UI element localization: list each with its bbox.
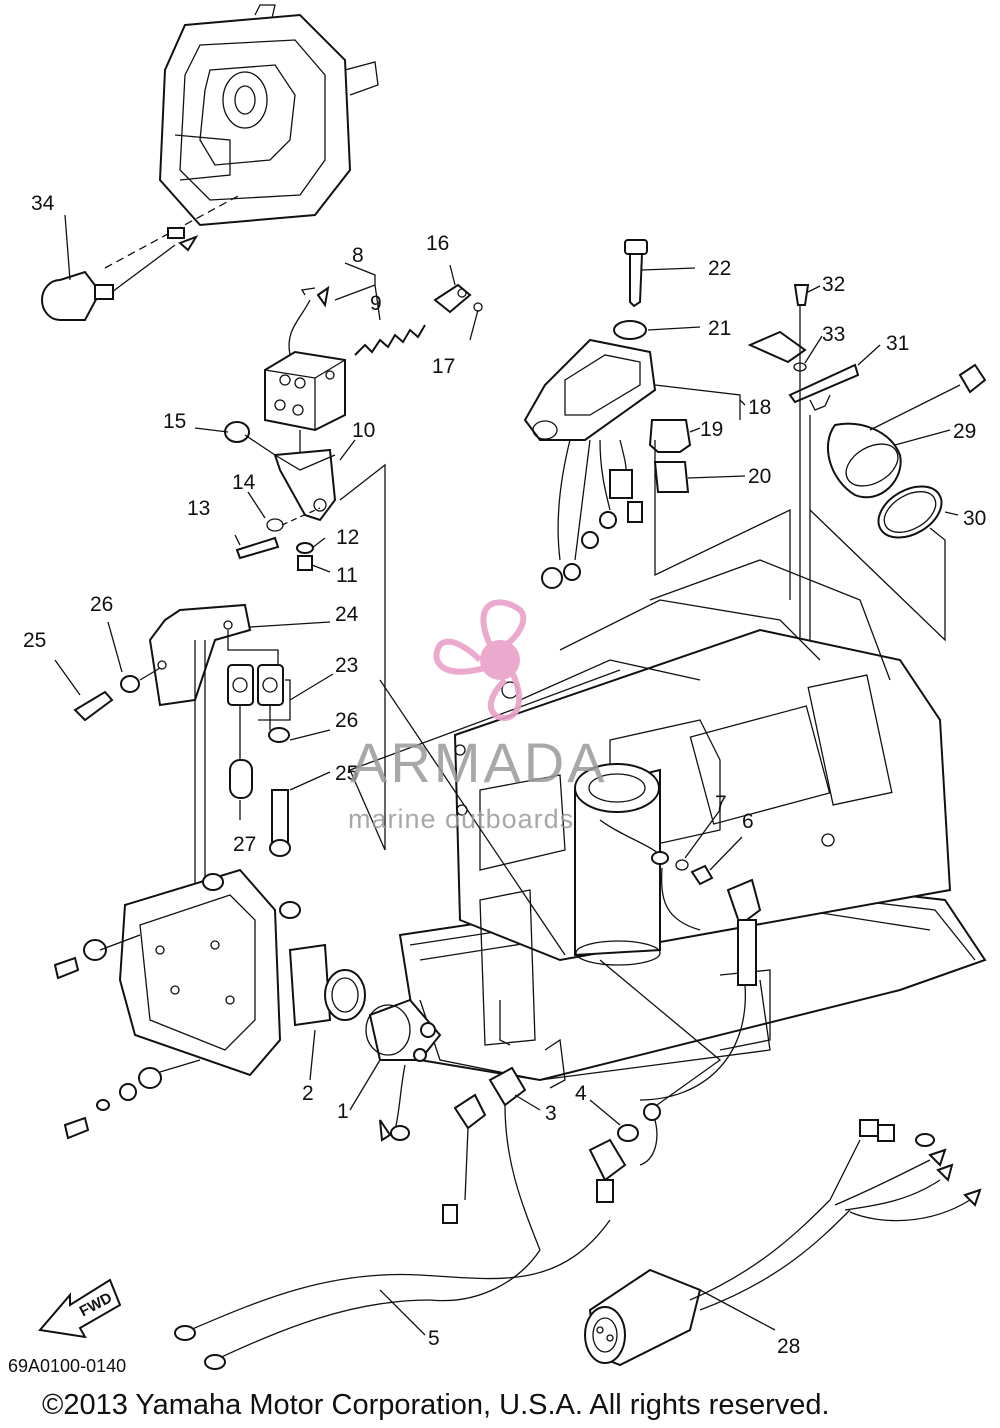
powerhead-illustration <box>379 559 987 1089</box>
callout-33: 33 <box>822 323 845 346</box>
callout-20: 20 <box>748 465 771 488</box>
callout-19: 19 <box>700 418 723 441</box>
callout-32: 32 <box>822 273 845 296</box>
callout-25-left: 25 <box>23 629 46 652</box>
callout-7: 7 <box>715 792 727 815</box>
callout-22: 22 <box>708 257 731 280</box>
sensor-34-illustration <box>41 214 199 321</box>
callout-4: 4 <box>575 1082 587 1105</box>
callout-9: 9 <box>370 292 382 315</box>
callout-18: 18 <box>748 396 771 419</box>
watermark-brand: ARMADA <box>350 731 608 794</box>
callout-34: 34 <box>31 192 55 215</box>
callout-21: 21 <box>708 317 731 340</box>
ground-cable-illustration <box>599 819 762 1111</box>
main-harness-illustration <box>584 1119 982 1367</box>
propeller-logo-icon <box>433 599 527 721</box>
callout-27: 27 <box>233 833 256 856</box>
callout-25-right: 25 <box>335 762 358 785</box>
callout-30: 30 <box>963 507 986 530</box>
callout-3: 3 <box>545 1102 557 1125</box>
callout-26-right: 26 <box>335 709 358 732</box>
callout-1: 1 <box>337 1100 349 1123</box>
armada-watermark: ARMADA marine outboards <box>348 599 608 834</box>
rectifier-assembly-illustration <box>523 239 791 600</box>
callout-11: 11 <box>336 564 358 587</box>
callout-15: 15 <box>163 410 186 433</box>
callout-13: 13 <box>187 497 210 520</box>
watermark-tagline: marine outboards <box>348 804 574 834</box>
switch-assembly-illustration <box>224 283 483 851</box>
callout-24: 24 <box>335 603 359 626</box>
diagram-code: 69A0100-0140 <box>8 1356 126 1376</box>
callout-12: 12 <box>336 526 359 549</box>
callout-6: 6 <box>742 810 754 833</box>
callout-numbers: 1 2 3 4 5 6 7 8 9 10 11 12 13 14 15 16 1… <box>23 192 986 1358</box>
callout-29: 29 <box>953 420 976 443</box>
callout-23: 23 <box>335 654 358 677</box>
callout-26-left: 26 <box>90 593 113 616</box>
callout-28: 28 <box>777 1335 800 1358</box>
callout-17: 17 <box>432 355 455 378</box>
starter-relay-illustration <box>288 943 541 1251</box>
callout-31: 31 <box>886 332 909 355</box>
electrical-cover-illustration <box>104 4 379 269</box>
callout-10: 10 <box>352 419 375 442</box>
callout-16: 16 <box>426 232 449 255</box>
callout-leaders <box>54 262 959 1126</box>
mount-plate-illustration <box>53 868 301 1140</box>
copyright-notice: ©2013 Yamaha Motor Corporation, U.S.A. A… <box>42 1389 830 1421</box>
battery-cable-illustration <box>174 1103 661 1370</box>
callout-5: 5 <box>428 1327 440 1350</box>
callout-8: 8 <box>352 244 364 267</box>
callout-14: 14 <box>232 471 256 494</box>
bracket-assembly-illustration <box>73 603 621 1030</box>
forward-direction-arrow: FWD <box>38 1278 122 1339</box>
callout-2: 2 <box>302 1082 314 1105</box>
